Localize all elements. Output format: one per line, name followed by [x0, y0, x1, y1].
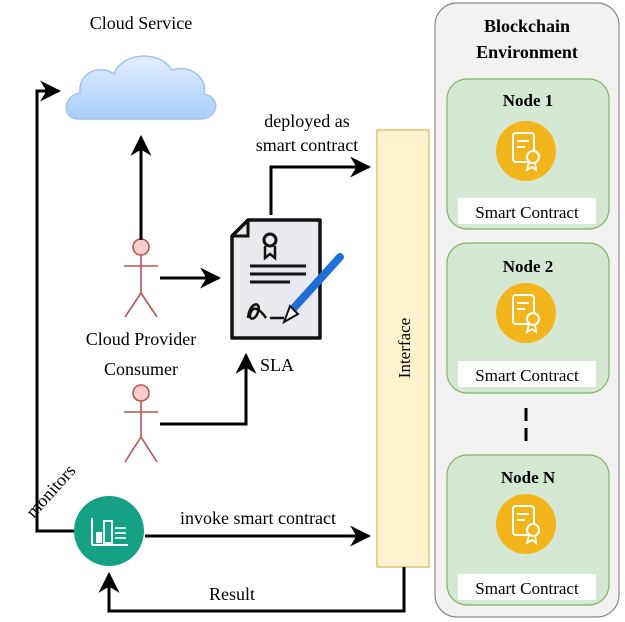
consumer-actor-icon — [124, 384, 158, 463]
monitors-label: monitors — [22, 461, 80, 522]
invoke-label: invoke smart contract — [180, 508, 336, 528]
smart-contract-label: Smart Contract — [475, 203, 579, 222]
smart-contract-label: Smart Contract — [475, 366, 579, 385]
consumer-to-sla-arrow — [160, 352, 257, 426]
node-name: Node 2 — [503, 257, 554, 276]
node-name: Node N — [501, 468, 556, 487]
interface-bar: Interface — [376, 129, 430, 568]
blockchain-title-line1: Blockchain — [484, 16, 570, 36]
connectors — [35, 80, 406, 613]
provider-actor-icon — [124, 238, 158, 318]
smart-contract-label: Smart Contract — [475, 579, 579, 598]
cloud-icon — [65, 55, 217, 120]
node-2: Node 2 Smart Contract — [446, 242, 610, 394]
node-1: Node 1 Smart Contract — [446, 78, 610, 230]
consumer-label: Consumer — [104, 359, 178, 379]
result-arrow — [98, 567, 406, 613]
certificate-icon — [496, 283, 556, 343]
deploy-label-line1: deployed as — [264, 111, 349, 131]
deploy-label-line2: smart contract — [256, 135, 358, 155]
sla-label: SLA — [260, 355, 294, 375]
node-n: Node N Smart Contract — [446, 454, 610, 606]
result-label: Result — [209, 584, 255, 604]
node-name: Node 1 — [503, 91, 554, 110]
certificate-icon — [496, 494, 556, 554]
blockchain-title-line2: Environment — [476, 42, 578, 62]
certificate-icon — [496, 121, 556, 181]
sla-document-icon — [230, 218, 344, 340]
monitors-arrow — [35, 80, 74, 533]
deploy-arrow — [269, 156, 372, 215]
cloud-service-label: Cloud Service — [90, 13, 192, 33]
interface-label: Interface — [395, 318, 414, 378]
cloud-provider-label: Cloud Provider — [86, 329, 197, 349]
monitor-chart-icon — [74, 496, 144, 566]
